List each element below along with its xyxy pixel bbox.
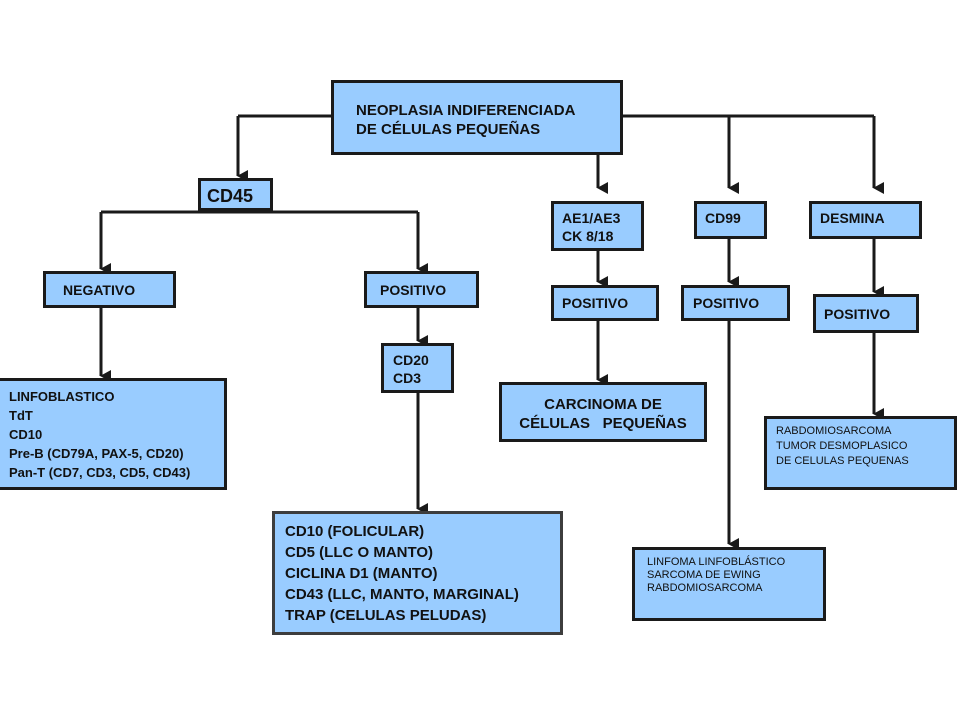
positivo-cd99-node: POSITIVO xyxy=(681,285,790,321)
positivo-ae-node: POSITIVO xyxy=(551,285,659,321)
negativo-label: NEGATIVO xyxy=(63,282,136,298)
linfoblastico-line-3: CD10 xyxy=(9,427,43,442)
positivo-desmina-node: POSITIVO xyxy=(813,294,919,333)
rabdomio-node: RABDOMIOSARCOMA TUMOR DESMOPLASICO DE CE… xyxy=(764,416,957,490)
cd3-label: CD3 xyxy=(393,370,422,386)
cd10-panel-line-4: CD43 (LLC, MANTO, MARGINAL) xyxy=(285,586,519,603)
ae1ae3-line-1: AE1/AE3 xyxy=(562,210,621,226)
linfoblastico-node: LINFOBLASTICO TdT CD10 Pre-B (CD79A, PAX… xyxy=(0,378,227,490)
negativo-node: NEGATIVO xyxy=(43,271,176,308)
ae1ae3-node: AE1/AE3 CK 8/18 xyxy=(551,201,644,251)
desmina-node: DESMINA xyxy=(809,201,922,239)
linfoma-line-2: SARCOMA DE EWING xyxy=(647,569,761,581)
linfoblastico-line-4: Pre-B (CD79A, PAX-5, CD20) xyxy=(9,446,184,461)
linfoblastico-line-5: Pan-T (CD7, CD3, CD5, CD43) xyxy=(9,465,191,480)
rabdomio-line-2: TUMOR DESMOPLASICO xyxy=(776,440,908,452)
linfoma-line-3: RABDOMIOSARCOMA xyxy=(647,582,763,594)
carcinoma-line-1: CARCINOMA DE xyxy=(544,396,662,413)
cd99-label: CD99 xyxy=(705,210,741,226)
cd99-node: CD99 xyxy=(694,201,767,239)
cd20-cd3-node: CD20 CD3 xyxy=(381,343,454,393)
cd45-node: CD45 xyxy=(198,178,273,211)
root-line-1: NEOPLASIA INDIFERENCIADA xyxy=(356,102,576,119)
positivo-cd45-label: POSITIVO xyxy=(380,282,447,298)
positivo-desmina-label: POSITIVO xyxy=(824,306,891,322)
linfoma-node: LINFOMA LINFOBLÁSTICO SARCOMA DE EWING R… xyxy=(632,547,826,621)
carcinoma-line-2: CÉLULAS PEQUEÑAS xyxy=(519,415,687,432)
root-node: NEOPLASIA INDIFERENCIADA DE CÉLULAS PEQU… xyxy=(331,80,623,155)
cd10-panel-line-5: TRAP (CELULAS PELUDAS) xyxy=(285,607,487,624)
positivo-cd45-node: POSITIVO xyxy=(364,271,479,308)
cd10-panel-line-2: CD5 (LLC O MANTO) xyxy=(285,544,434,561)
cd10-panel-node: CD10 (FOLICULAR) CD5 (LLC O MANTO) CICLI… xyxy=(272,511,563,635)
rabdomio-line-3: DE CELULAS PEQUENAS xyxy=(776,455,909,467)
cd20-label: CD20 xyxy=(393,352,429,368)
root-line-2: DE CÉLULAS PEQUEÑAS xyxy=(356,121,541,138)
desmina-label: DESMINA xyxy=(820,210,885,226)
rabdomio-line-1: RABDOMIOSARCOMA xyxy=(776,425,892,437)
cd10-panel-line-3: CICLINA D1 (MANTO) xyxy=(285,565,438,582)
cd45-label: CD45 xyxy=(207,186,254,206)
linfoma-line-1: LINFOMA LINFOBLÁSTICO xyxy=(647,556,786,568)
positivo-ae-label: POSITIVO xyxy=(562,295,629,311)
linfoblastico-line-1: LINFOBLASTICO xyxy=(9,389,115,404)
carcinoma-node: CARCINOMA DE CÉLULAS PEQUEÑAS xyxy=(499,382,707,442)
ae1ae3-line-2: CK 8/18 xyxy=(562,228,614,244)
positivo-cd99-label: POSITIVO xyxy=(693,295,760,311)
cd10-panel-line-1: CD10 (FOLICULAR) xyxy=(285,523,425,540)
linfoblastico-line-2: TdT xyxy=(9,408,33,423)
